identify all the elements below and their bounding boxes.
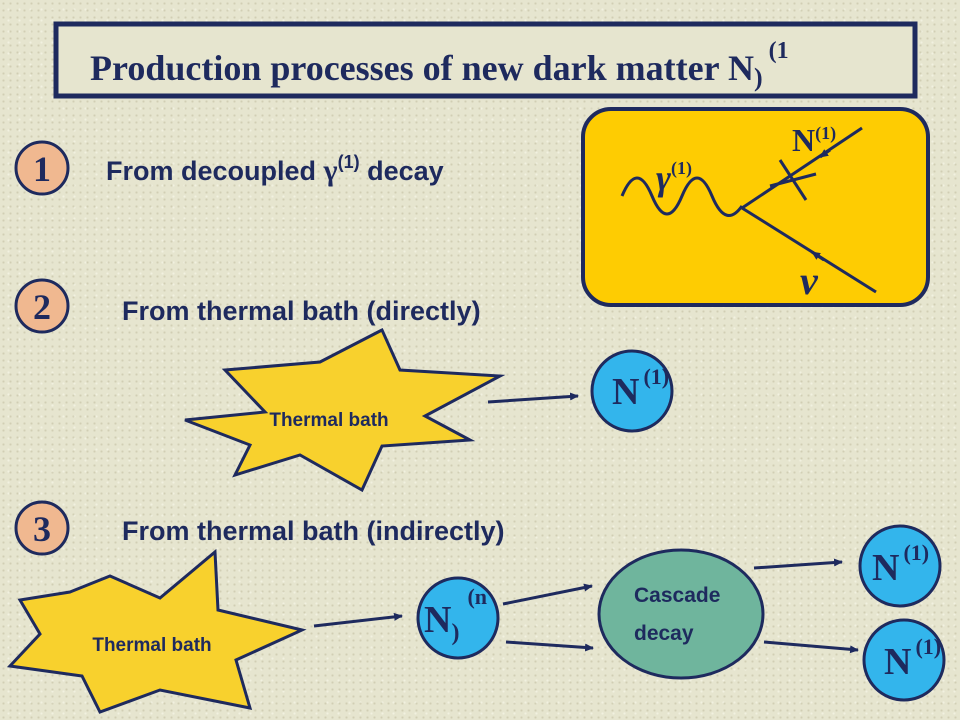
step-2: 2 From thermal bath (directly): [14, 278, 481, 334]
cascade-label-line2: decay: [634, 622, 694, 645]
thermal-bath-label: Thermal bath: [269, 410, 388, 431]
step-1: 1 From decoupled γ(1) decay: [14, 140, 444, 196]
nu-label: ν: [800, 258, 819, 303]
n-fermion-line: [741, 126, 863, 210]
arrow: [753, 558, 843, 570]
thermal-bath-burst: [184, 327, 506, 493]
title-box: [53, 21, 918, 99]
arrow: [763, 640, 859, 654]
feynman-box: [581, 107, 930, 307]
gamma-label: γ(1): [656, 158, 692, 198]
product-particle-circle-bottom: [862, 618, 946, 702]
arrow: [487, 392, 579, 404]
n-arrow: [819, 148, 831, 159]
product-particle-circle-top: [858, 524, 942, 608]
arrow: [502, 583, 593, 606]
particle-label: N(1): [612, 364, 669, 413]
photon-line: [620, 176, 744, 217]
cascade-ellipse: [597, 548, 765, 680]
step-number: 3: [33, 509, 51, 549]
step-number: 2: [33, 287, 51, 327]
arrow: [313, 612, 403, 628]
intermediate-particle-label: N)(n: [424, 584, 487, 646]
thermal-bath-label: Thermal bath: [92, 635, 211, 656]
direct-production: Thermal bath N(1): [184, 327, 674, 493]
nu-fermion-line: [741, 206, 877, 294]
thermal-bath-burst: [6, 548, 307, 714]
step-3: 3 From thermal bath (indirectly): [14, 500, 505, 556]
product-particle-label-top: N(1): [872, 540, 929, 589]
indirect-production: Thermal bath N)(n Cascade decay N(1) N(1…: [6, 524, 946, 714]
step-label: From decoupled γ(1) decay: [106, 152, 444, 187]
step-number-circle: [14, 140, 70, 196]
step-number-circle: [14, 278, 70, 334]
page-title: Production processes of new dark matter …: [90, 38, 789, 92]
step-label: From thermal bath (directly): [122, 296, 481, 326]
intermediate-particle-circle: [416, 576, 500, 660]
arrow: [505, 640, 594, 652]
step-label: From thermal bath (indirectly): [122, 516, 505, 546]
step-number-circle: [14, 500, 70, 556]
product-particle-label-bottom: N(1): [884, 634, 941, 683]
particle-circle: [590, 349, 674, 433]
n-label: N(1): [792, 122, 836, 158]
step-number: 1: [33, 149, 51, 189]
feynman-diagram: γ(1) N(1) ν: [581, 107, 930, 307]
cascade-label-line1: Cascade: [634, 584, 720, 607]
cross-mark-b: [769, 172, 817, 188]
nu-arrow: [811, 250, 825, 262]
